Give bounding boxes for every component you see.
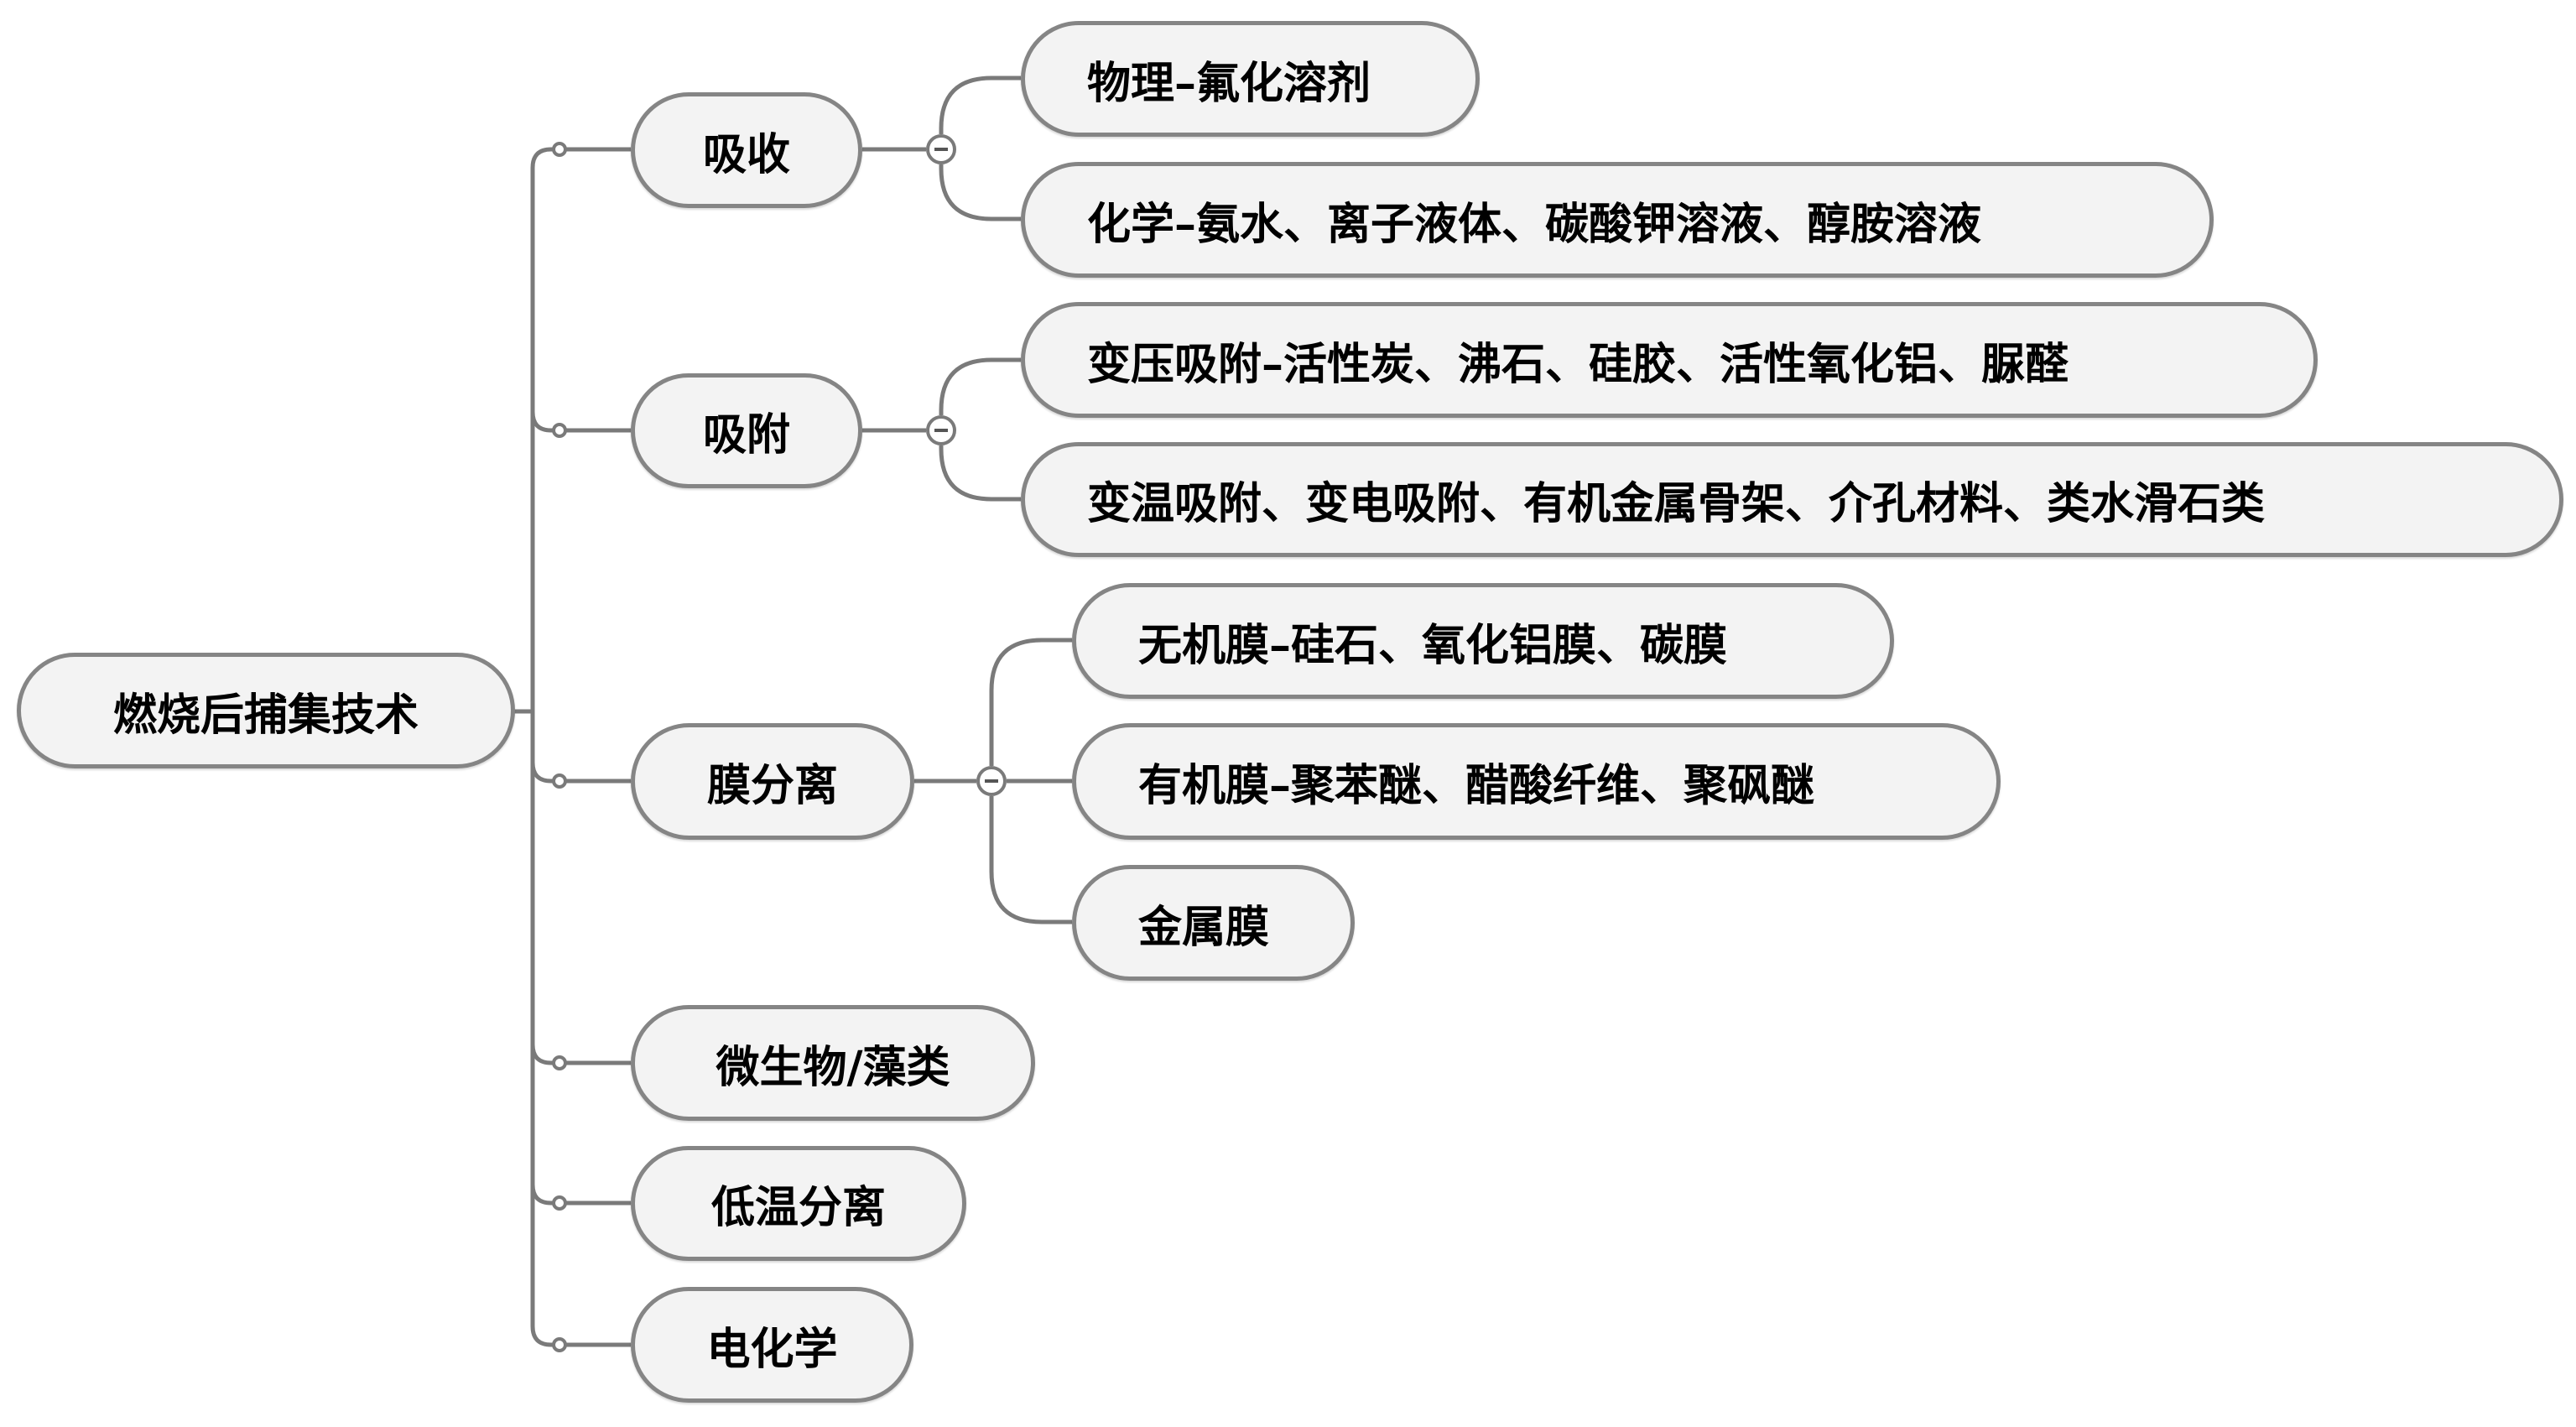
leaf-label: 物理–氟化溶剂 bbox=[1087, 57, 1371, 109]
leaf-label: 金属膜 bbox=[1138, 901, 1270, 953]
leaf-node-metal-membrane[interactable]: 金属膜 bbox=[1072, 865, 1355, 981]
child-connector bbox=[939, 76, 1021, 134]
junction-dot bbox=[552, 1055, 567, 1070]
branch-connector bbox=[530, 762, 631, 784]
branch-connector bbox=[530, 1325, 631, 1347]
branch-node-adsorption[interactable]: 吸附 bbox=[631, 373, 862, 488]
root-node[interactable]: 燃烧后捕集技术 bbox=[17, 653, 515, 768]
leaf-label: 变压吸附–活性炭、沸石、硅胶、活性氧化铝、脲醛 bbox=[1087, 338, 2069, 390]
child-connector bbox=[939, 357, 1021, 415]
child-connector bbox=[989, 796, 1072, 924]
leaf-node-organic-membrane[interactable]: 有机膜–聚苯醚、醋酸纤维、聚砜醚 bbox=[1072, 723, 2001, 840]
branch-node-microbe-algae[interactable]: 微生物/藻类 bbox=[631, 1005, 1035, 1121]
branch-node-absorption[interactable]: 吸收 bbox=[631, 92, 862, 208]
leaf-label: 有机膜–聚苯醚、醋酸纤维、聚砜醚 bbox=[1138, 760, 1815, 811]
junction-dot bbox=[552, 423, 567, 438]
leaf-label: 化学–氨水、离子液体、碳酸钾溶液、醇胺溶液 bbox=[1087, 198, 1982, 250]
child-connector bbox=[939, 164, 1021, 221]
branch-node-cryogenic-separation[interactable]: 低温分离 bbox=[631, 1146, 966, 1261]
collapse-toggle-membrane[interactable] bbox=[976, 766, 1007, 796]
junction-dot bbox=[552, 142, 567, 157]
branch-label: 吸附 bbox=[702, 409, 790, 461]
branch-connector bbox=[530, 147, 631, 169]
collapse-toggle-absorption[interactable] bbox=[926, 134, 956, 164]
branch-node-electrochemistry[interactable]: 电化学 bbox=[631, 1287, 913, 1403]
branch-label: 吸收 bbox=[702, 128, 790, 180]
minus-icon bbox=[934, 429, 948, 432]
leaf-label: 无机膜–硅石、氧化铝膜、碳膜 bbox=[1138, 619, 1728, 671]
junction-dot bbox=[552, 773, 567, 789]
leaf-node-inorganic-membrane[interactable]: 无机膜–硅石、氧化铝膜、碳膜 bbox=[1072, 583, 1894, 699]
minus-icon bbox=[934, 148, 948, 151]
leaf-label: 变温吸附、变电吸附、有机金属骨架、介孔材料、类水滑石类 bbox=[1087, 478, 2266, 529]
collapse-toggle-adsorption[interactable] bbox=[926, 415, 956, 445]
leaf-node-temperature-swing-adsorption[interactable]: 变温吸附、变电吸附、有机金属骨架、介孔材料、类水滑石类 bbox=[1021, 442, 2563, 557]
branch-connector bbox=[530, 411, 631, 433]
branch-node-membrane-separation[interactable]: 膜分离 bbox=[631, 723, 914, 840]
branch-label: 电化学 bbox=[706, 1323, 838, 1375]
minus-icon bbox=[985, 779, 998, 783]
leaf-node-chemical-absorption[interactable]: 化学–氨水、离子液体、碳酸钾溶液、醇胺溶液 bbox=[1021, 162, 2214, 278]
junction-dot bbox=[552, 1195, 567, 1211]
leaf-node-pressure-swing-adsorption[interactable]: 变压吸附–活性炭、沸石、硅胶、活性氧化铝、脲醛 bbox=[1021, 302, 2318, 418]
branch-connector bbox=[530, 1184, 631, 1206]
junction-dot bbox=[552, 1337, 567, 1352]
child-connector bbox=[989, 638, 1072, 766]
branch-label: 膜分离 bbox=[706, 760, 838, 811]
branch-connector bbox=[530, 1044, 631, 1065]
child-connector bbox=[939, 445, 1021, 502]
branch-label: 低温分离 bbox=[710, 1182, 886, 1233]
root-node-label: 燃烧后捕集技术 bbox=[112, 689, 419, 741]
branch-label: 微生物/藻类 bbox=[716, 1041, 950, 1093]
leaf-node-physical-absorption[interactable]: 物理–氟化溶剂 bbox=[1021, 21, 1480, 137]
